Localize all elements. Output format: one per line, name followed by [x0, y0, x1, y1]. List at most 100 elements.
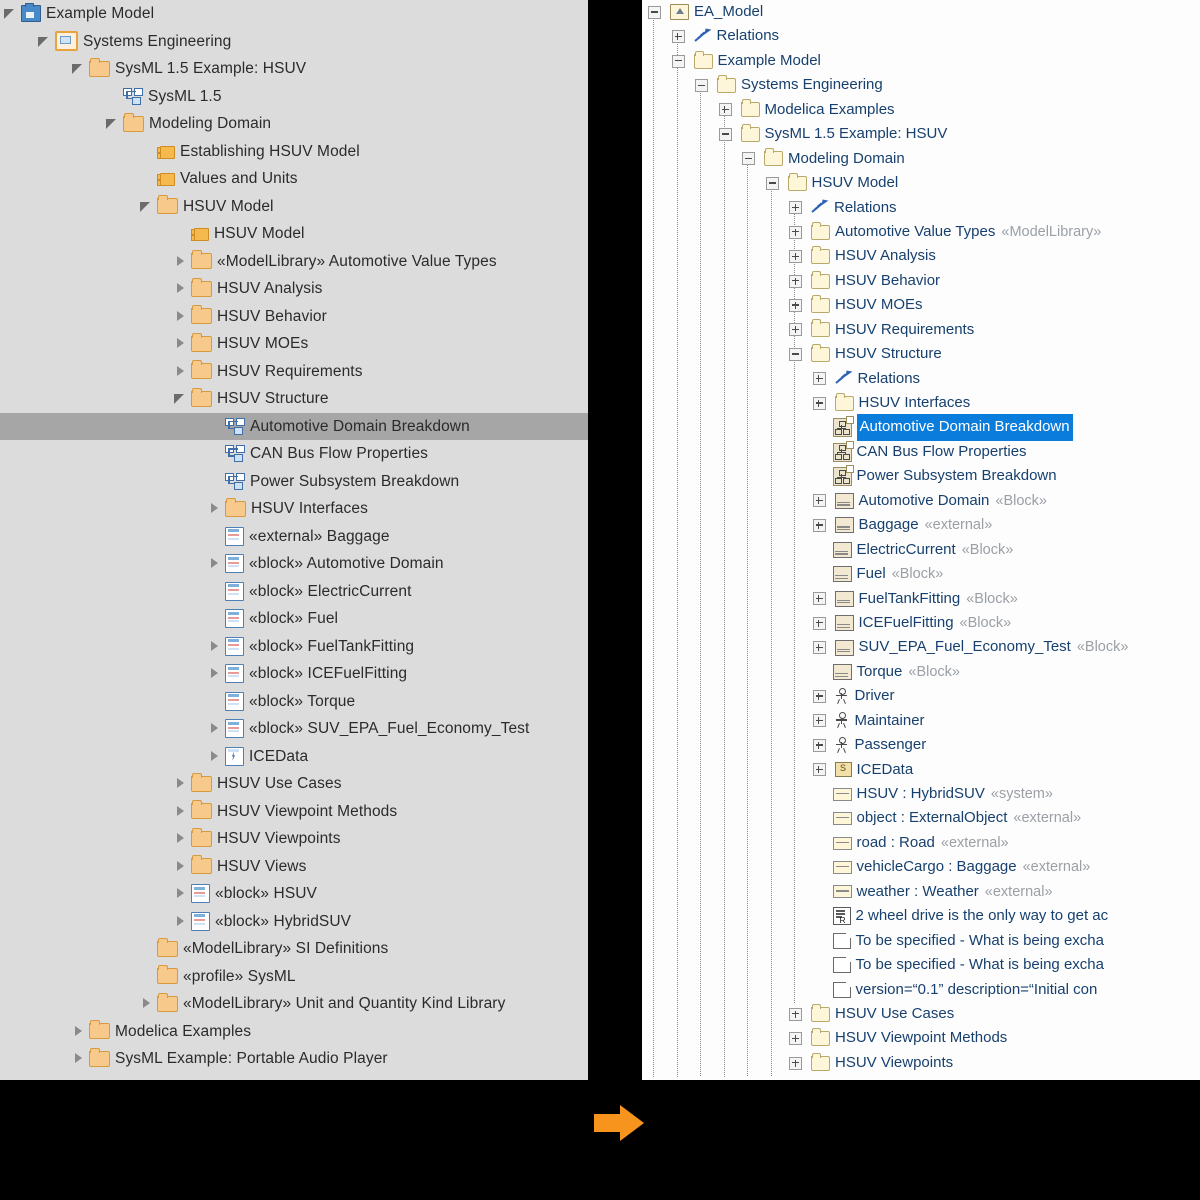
- tree-row[interactable]: HSUV Viewpoints: [642, 1051, 1200, 1075]
- twisty-collapsed-icon[interactable]: [208, 640, 221, 653]
- tree-row[interactable]: Example Model: [0, 0, 588, 28]
- tree-row[interactable]: «ModelLibrary» Unit and Quantity Kind Li…: [0, 990, 588, 1018]
- tree-row[interactable]: Establishing HSUV Model: [0, 138, 588, 166]
- tree-row[interactable]: FuelTankFitting«Block»: [642, 587, 1200, 611]
- expand-plus-icon[interactable]: [789, 225, 802, 239]
- tree-row[interactable]: ElectricCurrent«Block»: [642, 538, 1200, 562]
- expand-plus-icon[interactable]: [812, 396, 826, 410]
- twisty-collapsed-icon[interactable]: [208, 750, 221, 763]
- tree-row[interactable]: HSUV Viewpoint Methods: [0, 798, 588, 826]
- expand-plus-icon[interactable]: [789, 1007, 802, 1021]
- twisty-collapsed-icon[interactable]: [174, 310, 187, 323]
- collapse-minus-icon[interactable]: [695, 79, 708, 93]
- tree-row[interactable]: Automotive Domain«Block»: [642, 489, 1200, 513]
- twisty-expanded-icon[interactable]: [106, 117, 119, 130]
- tree-row[interactable]: HSUV Requirements: [642, 318, 1200, 342]
- tree-row[interactable]: HSUV Interfaces: [0, 495, 588, 523]
- tree-row[interactable]: Modelica Examples: [642, 98, 1200, 122]
- tree-row[interactable]: Automotive Domain Breakdown: [642, 414, 1200, 441]
- twisty-collapsed-icon[interactable]: [140, 997, 153, 1010]
- expand-plus-icon[interactable]: [812, 518, 826, 532]
- tree-row[interactable]: ICEData: [0, 743, 588, 771]
- tree-row[interactable]: SysML 1.5 Example: HSUV: [642, 122, 1200, 146]
- tree-row[interactable]: HSUV Analysis: [642, 244, 1200, 268]
- tree-row[interactable]: HSUV Behavior: [0, 303, 588, 331]
- twisty-collapsed-icon[interactable]: [174, 805, 187, 818]
- tree-row[interactable]: «block» ICEFuelFitting: [0, 660, 588, 688]
- tree-row[interactable]: CAN Bus Flow Properties: [642, 440, 1200, 464]
- twisty-collapsed-icon[interactable]: [208, 502, 221, 515]
- expand-plus-icon[interactable]: [789, 1056, 802, 1070]
- twisty-collapsed-icon[interactable]: [174, 365, 187, 378]
- tree-row[interactable]: SUV_EPA_Fuel_Economy_Test«Block»: [642, 635, 1200, 659]
- tree-row[interactable]: «ModelLibrary» Automotive Value Types: [0, 248, 588, 276]
- tree-row[interactable]: HSUV Structure: [642, 342, 1200, 366]
- tree-row[interactable]: HSUV Model: [0, 220, 588, 248]
- tree-row[interactable]: HSUV Structure: [0, 385, 588, 413]
- tree-row[interactable]: HSUV Requirements: [0, 358, 588, 386]
- tree-row[interactable]: Modeling Domain: [642, 147, 1200, 171]
- expand-plus-icon[interactable]: [812, 592, 826, 606]
- tree-row[interactable]: Driver: [642, 684, 1200, 708]
- twisty-collapsed-icon[interactable]: [174, 887, 187, 900]
- tree-row[interactable]: «block» ElectricCurrent: [0, 578, 588, 606]
- expand-plus-icon[interactable]: [812, 494, 826, 508]
- expand-plus-icon[interactable]: [812, 738, 826, 752]
- twisty-collapsed-icon[interactable]: [174, 282, 187, 295]
- tree-row[interactable]: object : ExternalObject«external»: [642, 806, 1200, 830]
- expand-plus-icon[interactable]: [812, 763, 826, 777]
- tree-row[interactable]: HSUV Use Cases: [0, 770, 588, 798]
- tree-row[interactable]: «block» HybridSUV: [0, 908, 588, 936]
- twisty-expanded-icon[interactable]: [140, 200, 153, 213]
- tree-row[interactable]: vehicleCargo : Baggage«external»: [642, 855, 1200, 879]
- tree-row[interactable]: SysML Example: Portable Audio Player: [0, 1045, 588, 1073]
- collapse-minus-icon[interactable]: [648, 5, 661, 19]
- tree-row[interactable]: HSUV MOEs: [0, 330, 588, 358]
- collapse-minus-icon[interactable]: [671, 54, 685, 68]
- tree-row[interactable]: road : Road«external»: [642, 831, 1200, 855]
- twisty-collapsed-icon[interactable]: [208, 667, 221, 680]
- collapse-minus-icon[interactable]: [789, 347, 802, 361]
- expand-plus-icon[interactable]: [789, 1032, 802, 1046]
- tree-row[interactable]: ICEData: [642, 758, 1200, 782]
- expand-plus-icon[interactable]: [812, 714, 826, 728]
- tree-row[interactable]: Power Subsystem Breakdown: [0, 468, 588, 496]
- tree-row[interactable]: Systems Engineering: [642, 73, 1200, 97]
- tree-row[interactable]: HSUV Analysis: [0, 275, 588, 303]
- twisty-expanded-icon[interactable]: [38, 35, 51, 48]
- tree-row[interactable]: Maintainer: [642, 709, 1200, 733]
- tree-row[interactable]: SysML 1.5: [0, 83, 588, 111]
- tree-row[interactable]: «ModelLibrary» SI Definitions: [0, 935, 588, 963]
- expand-plus-icon[interactable]: [789, 201, 802, 215]
- collapse-minus-icon[interactable]: [765, 176, 779, 190]
- tree-row[interactable]: «profile» SysML: [0, 963, 588, 991]
- twisty-collapsed-icon[interactable]: [72, 1052, 85, 1065]
- twisty-collapsed-icon[interactable]: [174, 860, 187, 873]
- twisty-collapsed-icon[interactable]: [174, 337, 187, 350]
- tree-row[interactable]: HSUV Use Cases: [642, 1002, 1200, 1026]
- twisty-collapsed-icon[interactable]: [174, 777, 187, 790]
- tree-row[interactable]: weather : Weather«external»: [642, 880, 1200, 904]
- tree-row[interactable]: «block» Fuel: [0, 605, 588, 633]
- twisty-collapsed-icon[interactable]: [174, 915, 187, 928]
- tree-row[interactable]: Power Subsystem Breakdown: [642, 464, 1200, 488]
- expand-plus-icon[interactable]: [812, 641, 826, 655]
- tree-row[interactable]: To be specified - What is being excha: [642, 953, 1200, 977]
- tree-row[interactable]: «block» SUV_EPA_Fuel_Economy_Test: [0, 715, 588, 743]
- tree-row[interactable]: Automotive Domain Breakdown: [0, 412, 588, 440]
- expand-plus-icon[interactable]: [671, 30, 685, 44]
- tree-row[interactable]: version=“0.1” description=“Initial con: [642, 978, 1200, 1002]
- tree-row[interactable]: Relations: [642, 367, 1200, 391]
- tree-row[interactable]: Modeling Domain: [0, 110, 588, 138]
- twisty-expanded-icon[interactable]: [72, 62, 85, 75]
- expand-plus-icon[interactable]: [812, 616, 826, 630]
- tree-row[interactable]: HSUV Model: [0, 193, 588, 221]
- tree-row[interactable]: CAN Bus Flow Properties: [0, 440, 588, 468]
- tree-row[interactable]: HSUV : HybridSUV«system»: [642, 782, 1200, 806]
- collapse-minus-icon[interactable]: [742, 152, 755, 166]
- expand-plus-icon[interactable]: [789, 323, 802, 337]
- tree-row[interactable]: Example Model: [642, 49, 1200, 73]
- tree-row[interactable]: HSUV Viewpoint Methods: [642, 1026, 1200, 1050]
